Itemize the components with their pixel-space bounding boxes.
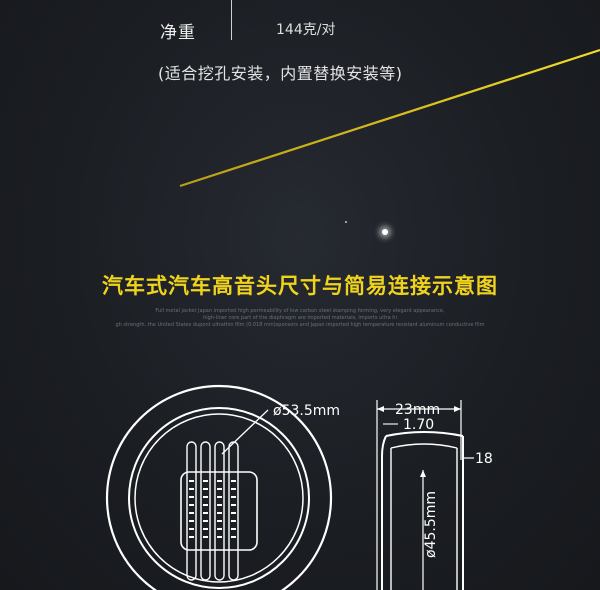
- outer-ring: [105, 384, 333, 590]
- rib-holes: [189, 480, 236, 538]
- inner-ring: [134, 413, 304, 583]
- side-inner-top: [390, 443, 458, 449]
- light-dot: [382, 229, 388, 235]
- vent-ribs: [186, 441, 239, 581]
- middle-ring: [128, 407, 310, 589]
- depth-label: 18: [475, 451, 493, 467]
- width-arrow-right: [454, 406, 461, 412]
- speck: [345, 221, 347, 223]
- rim-label: 1.70: [403, 417, 434, 433]
- spec-row: 净重 144克/对: [0, 0, 600, 44]
- light-beam: [179, 48, 600, 188]
- side-body-outline: [381, 435, 387, 590]
- section-title: 汽车式汽车高音头尺寸与简易连接示意图: [102, 274, 498, 298]
- width-arrow-left: [377, 406, 384, 412]
- face-arrow-top: [420, 470, 426, 477]
- fine-print-line: gh strength, the United States dupont ul…: [115, 322, 485, 328]
- center-core: [180, 471, 258, 551]
- face-diameter-label: ø45.5mm: [423, 491, 439, 558]
- spec-value: 144克/对: [276, 22, 336, 38]
- diameter-leader: [221, 409, 269, 455]
- spec-label: 净重: [160, 23, 196, 43]
- width-label: 23mm: [395, 402, 440, 418]
- front-view: [105, 384, 333, 590]
- fine-print-line: high-liner core part of the diaphragm ar…: [203, 315, 397, 321]
- fine-print-line: Full metal jacket Japan imported high pe…: [155, 308, 445, 314]
- install-note: (适合挖孔安装，内置替换安装等): [158, 64, 403, 83]
- outer-diameter-label: ø53.5mm: [273, 403, 340, 419]
- side-view: [376, 400, 474, 590]
- spec-divider: [231, 0, 232, 40]
- side-rim-top: [385, 431, 464, 437]
